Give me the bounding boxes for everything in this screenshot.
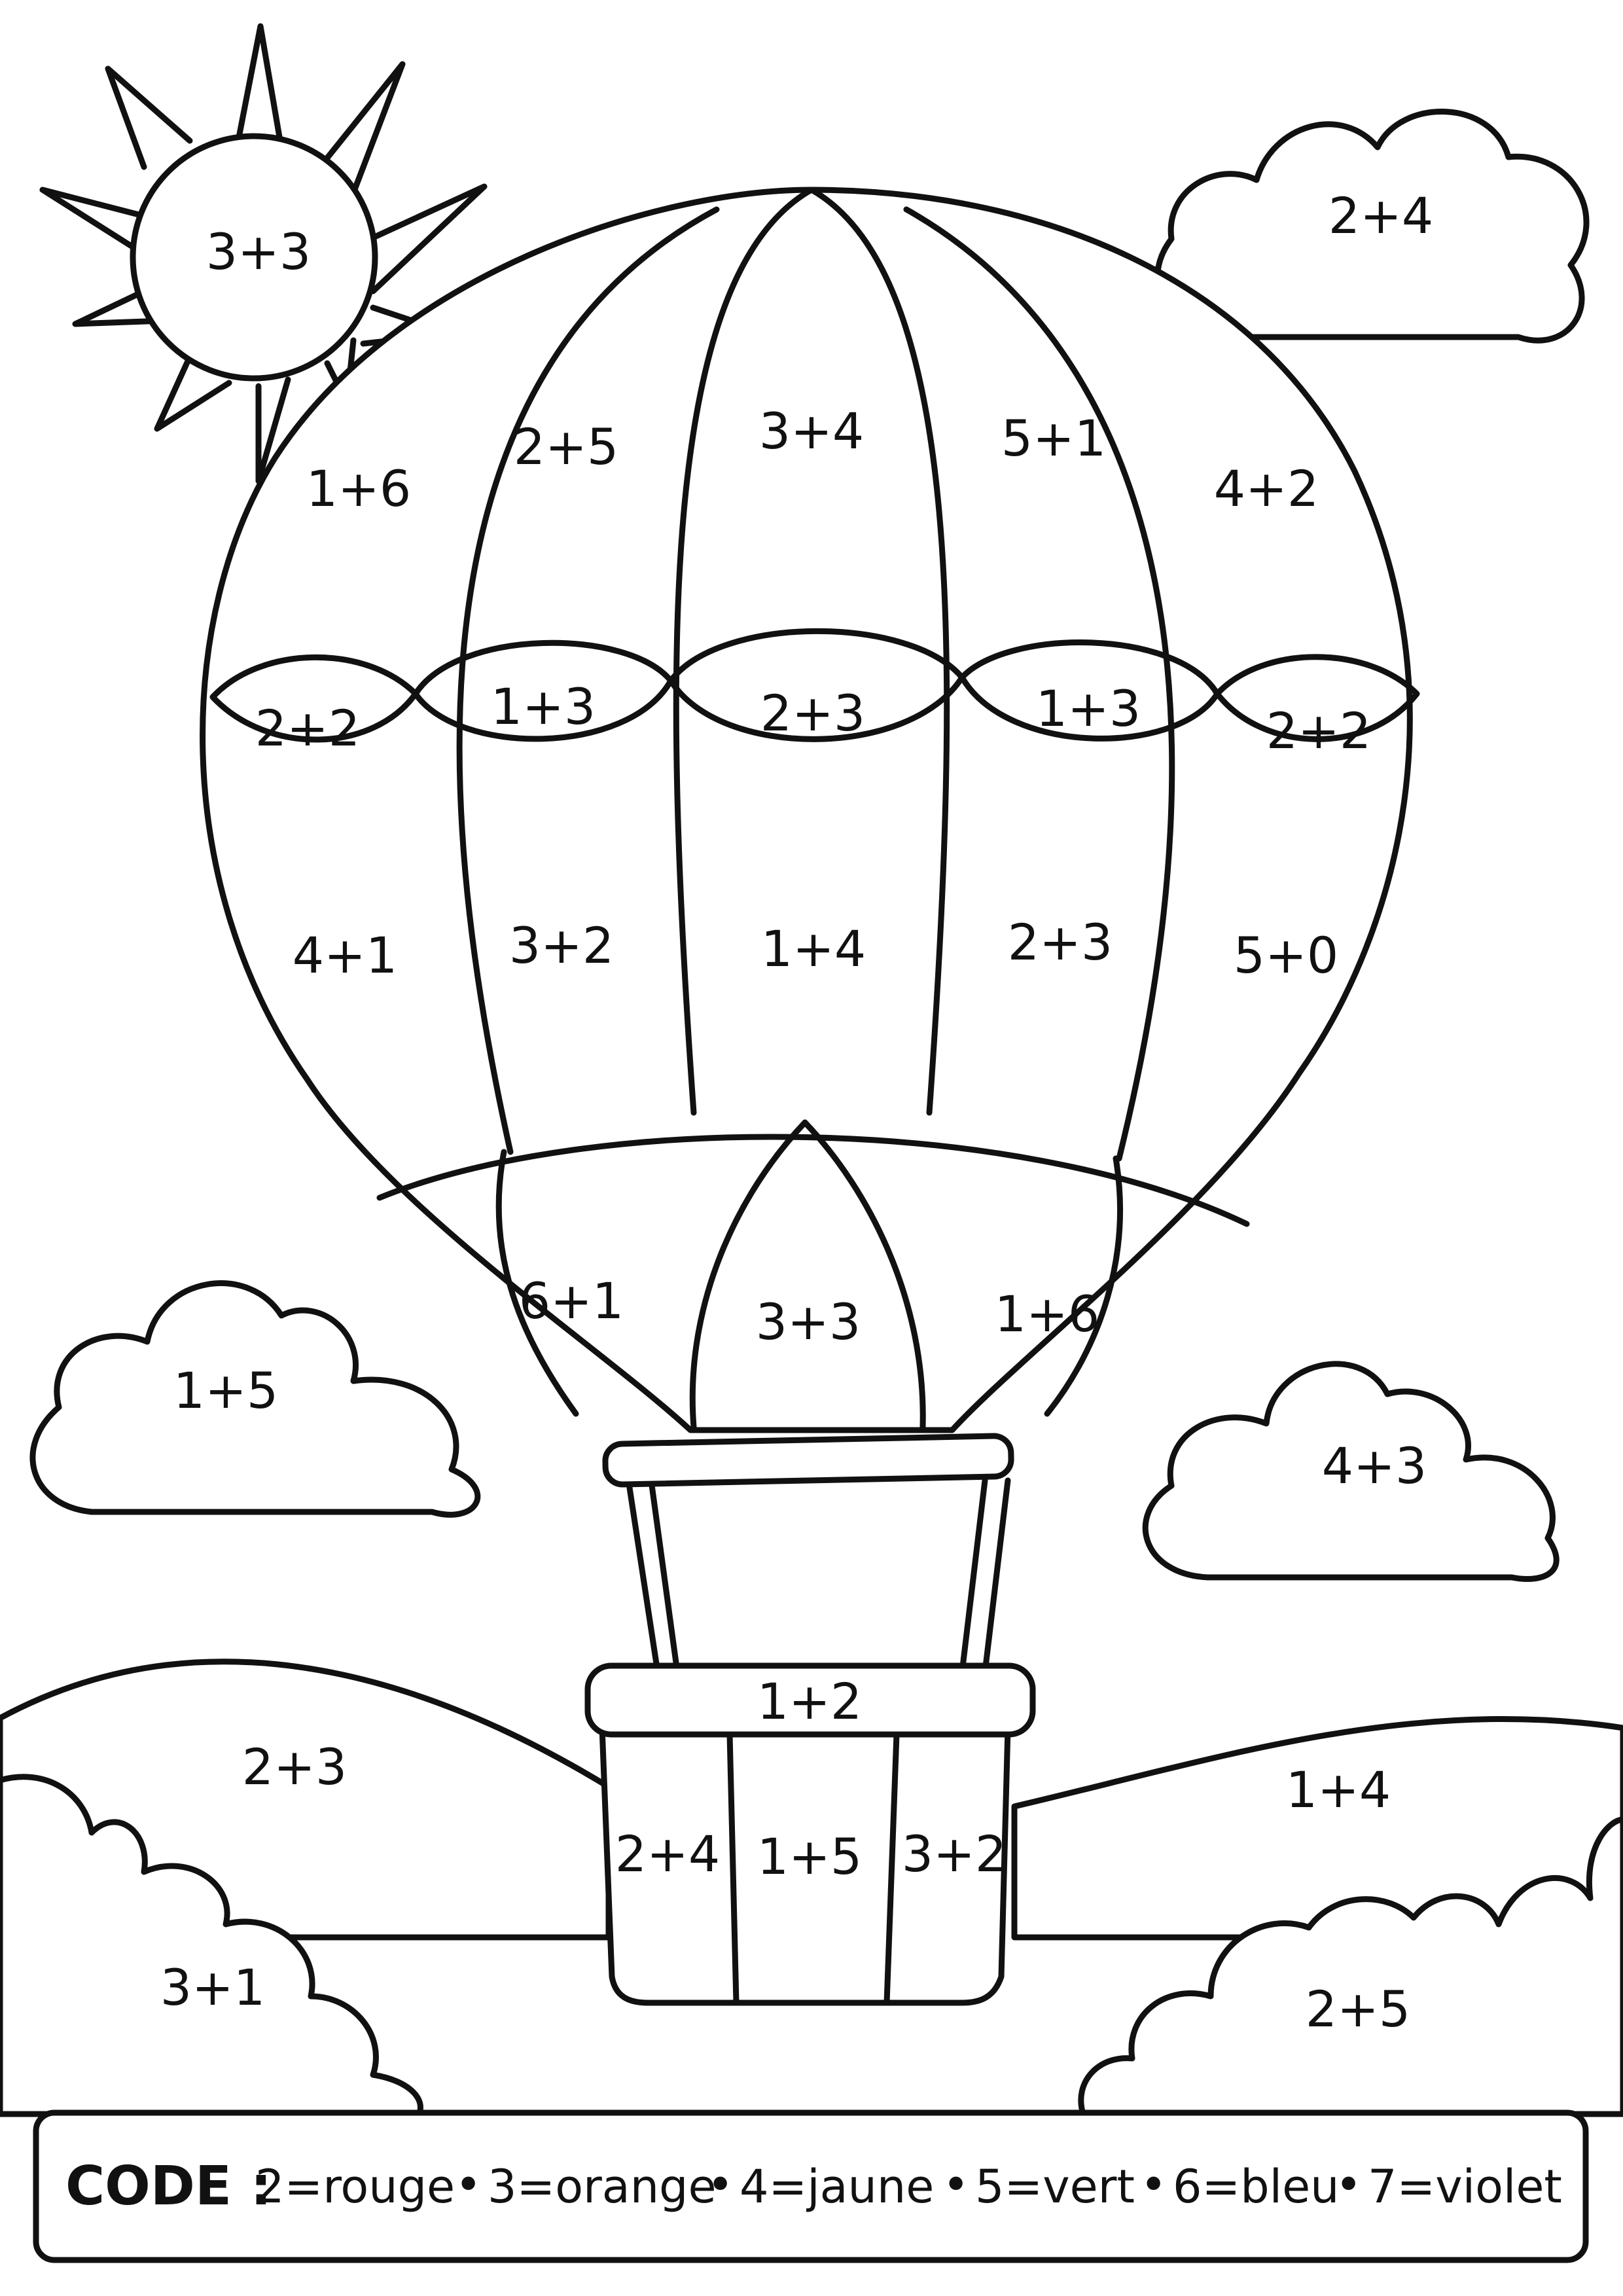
balloon-envelope <box>200 187 1413 1433</box>
balloon-bottom-3: 1+6 <box>995 1285 1099 1343</box>
balloon-scallop-3: 2+3 <box>760 684 865 742</box>
cloud-label: 4+3 <box>1322 1437 1427 1495</box>
legend-box <box>33 2109 1589 2263</box>
sun-icon: 3+3 <box>39 23 488 484</box>
balloon-top-1: 1+6 <box>306 459 411 518</box>
legend-item-7: 7=violet <box>1368 2160 1562 2214</box>
cloud-icon <box>1154 109 1590 344</box>
bush-icon <box>1078 1816 1623 2117</box>
hot-air-balloon: 1+6 2+5 3+4 5+1 4+2 2+2 1+3 2+3 1+3 2+2 … <box>200 187 1420 2006</box>
balloon-load-ring <box>602 1433 1014 1488</box>
balloon-bottom-1: 6+1 <box>519 1272 624 1330</box>
legend-separator: • <box>1140 2158 1167 2212</box>
balloon-middle-1: 4+1 <box>293 926 397 984</box>
basket-panel-3: 3+2 <box>902 1825 1007 1883</box>
basket-weave <box>726 1731 900 2006</box>
balloon-top-4: 5+1 <box>1001 409 1106 467</box>
basket-rim <box>584 1662 1036 1738</box>
legend-separator: • <box>707 2158 734 2212</box>
basket-panel-1: 2+4 <box>615 1825 720 1883</box>
legend-item-5: 5=vert <box>975 2160 1135 2214</box>
hill-left-label: 2+3 <box>242 1738 347 1796</box>
balloon-middle-3: 1+4 <box>761 920 866 978</box>
balloon-ropes <box>625 1476 1011 1676</box>
balloon-middle-5: 5+0 <box>1234 926 1338 984</box>
bush-right-label: 2+5 <box>1306 1980 1410 2038</box>
color-code-legend: CODE : 2=rouge • 3=orange • 4=jaune • 5=… <box>33 2109 1589 2263</box>
cloud-label: 2+4 <box>1329 187 1433 245</box>
basket-rim-label: 1+2 <box>757 1672 862 1731</box>
bush-right: 2+5 <box>1078 1816 1623 2117</box>
balloon-scallop-1: 2+2 <box>255 699 360 757</box>
basket: 1+2 2+4 1+5 3+2 <box>584 1662 1036 2006</box>
legend-separator: • <box>1335 2158 1362 2212</box>
bush-left-label: 3+1 <box>160 1958 265 2017</box>
basket-panel-2: 1+5 <box>757 1827 862 1886</box>
basket-body <box>599 1725 1011 2006</box>
balloon-middle-2: 3+2 <box>509 916 614 975</box>
legend-item-6: 6=bleu <box>1173 2160 1340 2214</box>
legend-separator: • <box>455 2158 482 2212</box>
balloon-middle-4: 2+3 <box>1008 913 1113 971</box>
sun-label: 3+3 <box>206 223 311 281</box>
bush-icon <box>0 1774 423 2117</box>
legend-item-2: 2=rouge <box>255 2160 455 2214</box>
legend-item-3: 3=orange <box>488 2160 717 2214</box>
balloon-bottom-2: 3+3 <box>756 1293 861 1351</box>
balloon-top-3: 3+4 <box>759 402 864 460</box>
balloon-scallop-4: 1+3 <box>1036 679 1141 738</box>
bush-left: 3+1 <box>0 1774 423 2117</box>
cloud-left: 1+5 <box>29 1280 481 1518</box>
cloud-top-right: 2+4 <box>1154 109 1590 344</box>
balloon-top-5: 4+2 <box>1214 459 1319 518</box>
legend-item-4: 4=jaune <box>740 2160 934 2214</box>
legend-title: CODE : <box>65 2155 272 2217</box>
balloon-seams <box>376 187 1250 1430</box>
legend-separator: • <box>942 2158 969 2212</box>
hill-right-label: 1+4 <box>1286 1761 1391 1819</box>
cloud-right: 4+3 <box>1142 1361 1560 1582</box>
balloon-scallops <box>209 628 1420 743</box>
sun-body <box>130 133 378 382</box>
hill-right <box>1011 1716 1623 1941</box>
balloon-top-2: 2+5 <box>514 418 618 476</box>
cloud-icon <box>29 1280 481 1518</box>
cloud-icon <box>1142 1361 1560 1582</box>
balloon-scallop-5: 2+2 <box>1266 702 1371 760</box>
balloon-scallop-2: 1+3 <box>491 677 596 736</box>
cloud-label: 1+5 <box>173 1361 278 1420</box>
